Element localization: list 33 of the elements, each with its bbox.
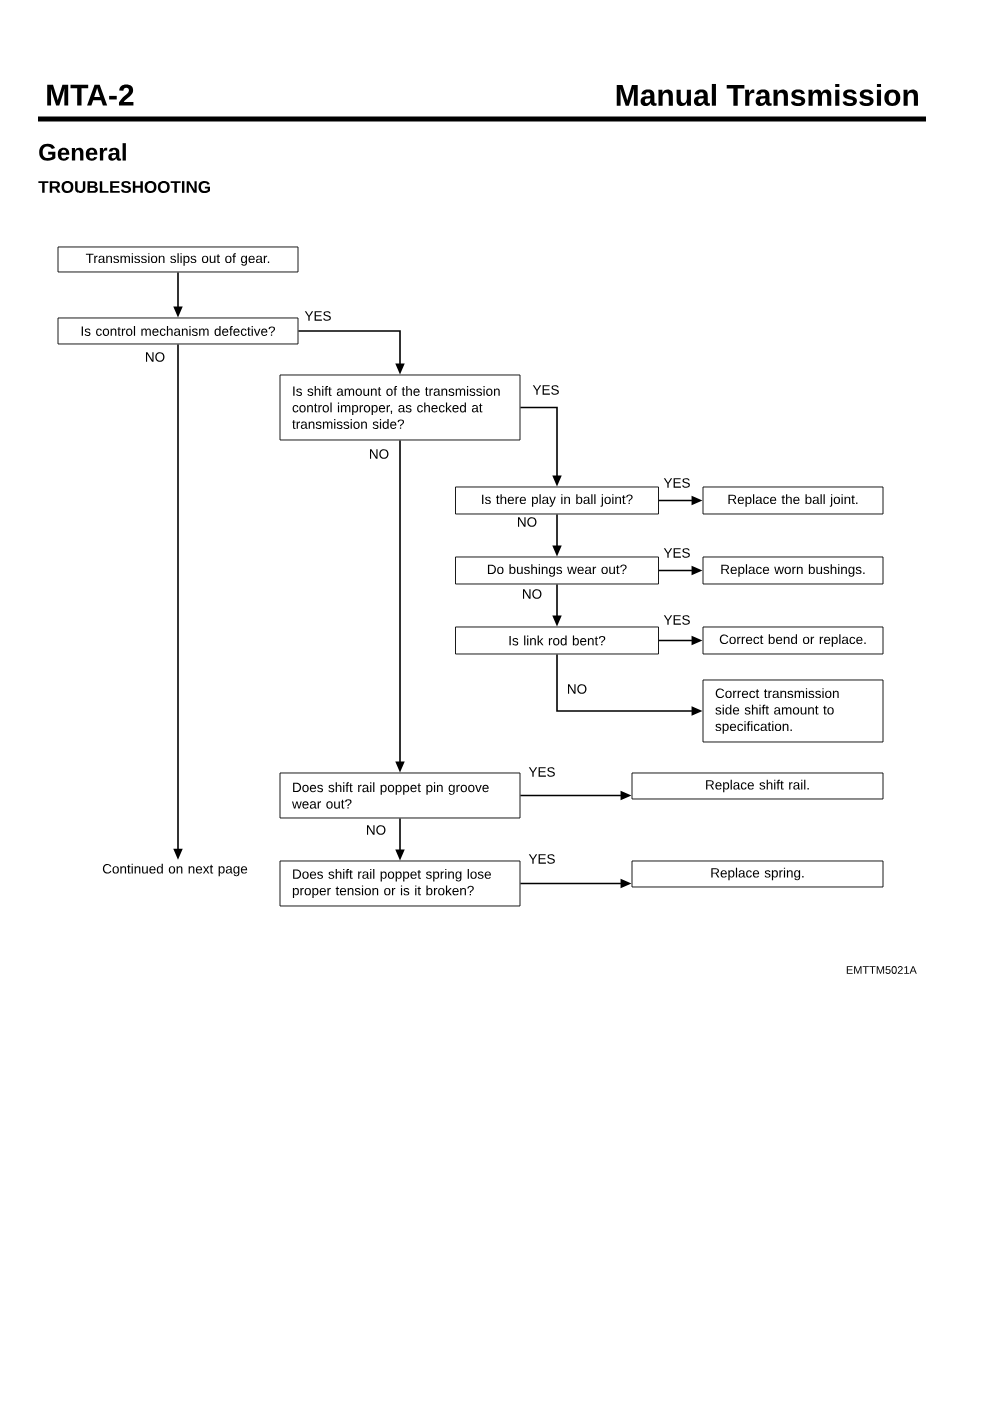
edge-label: YES — [662, 547, 692, 559]
chapter-title: Manual Transmission — [616, 83, 918, 106]
flowchart-box: Replace spring. — [631, 860, 884, 888]
flowchart-box: Is link rod bent? — [455, 626, 659, 655]
flowchart-box: Is there play in ball joint? — [455, 486, 659, 515]
edge-label: YES — [527, 853, 557, 865]
flowchart-box: Replace shift rail. — [631, 772, 884, 800]
edge-label: NO — [515, 516, 539, 528]
flowchart-box: Replace the ball joint. — [702, 486, 884, 515]
section-heading: General — [39, 143, 126, 161]
continuation-note: Continued on next page — [102, 863, 248, 877]
edge-label: NO — [520, 588, 544, 600]
edge-label: NO — [367, 448, 391, 460]
figure-code: EMTTM5021A — [846, 966, 917, 974]
flowchart-box: Do bushings wear out? — [455, 556, 659, 585]
edge-label: NO — [143, 351, 167, 363]
edge-label: NO — [364, 824, 388, 836]
flowchart-box: Does shift rail poppet spring lose proper tension or is it broken? — [279, 860, 521, 907]
edge-label: YES — [662, 477, 692, 489]
flowchart-box: Is control mechanism defective? — [57, 317, 299, 345]
edge-label: YES — [531, 384, 561, 396]
flowchart-box: Replace worn bushings. — [702, 556, 884, 585]
page-number: MTA-2 — [47, 84, 134, 106]
flowchart-box: Correct bend or replace. — [702, 626, 884, 655]
edge-label: NO — [565, 683, 589, 695]
flowchart-box: Is shift amount of the transmission control improper, as checked at transmission side? — [279, 374, 521, 441]
subsection-heading: TROUBLESHOOTING — [38, 180, 210, 193]
edge-label: YES — [662, 614, 692, 626]
flowchart-box: Transmission slips out of gear. — [57, 246, 299, 273]
flowchart-box: Correct transmission side shift amount to specification. — [702, 679, 884, 743]
edge-label: YES — [303, 310, 333, 322]
edge-label: YES — [527, 766, 557, 778]
flowchart-box: Does shift rail poppet pin groove wear out? — [279, 772, 521, 819]
